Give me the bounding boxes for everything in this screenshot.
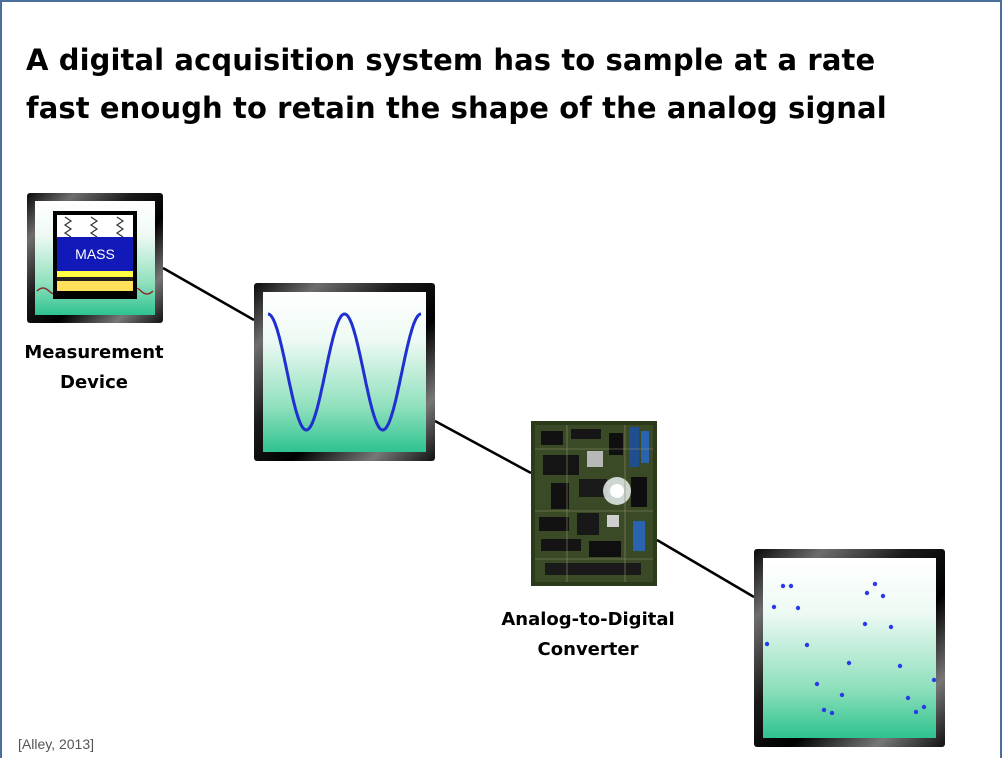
mass-label: MASS: [75, 246, 115, 262]
adc-board: [531, 421, 657, 586]
sample-point: [821, 707, 827, 713]
sample-point: [872, 581, 878, 587]
sample-point: [795, 605, 801, 611]
sample-point: [931, 677, 937, 683]
adc-label: Analog-to-Digital Converter: [501, 609, 675, 660]
connector-adc-to-digital: [656, 538, 755, 599]
connector-analog-to-adc: [434, 419, 532, 475]
circuit-board-icon: [531, 421, 657, 586]
sample-point: [764, 641, 770, 647]
sampled-points-icon: [764, 581, 937, 716]
sample-point: [780, 583, 786, 589]
sample-point: [862, 621, 868, 627]
sine-wave-icon: [267, 312, 422, 432]
sample-point: [897, 663, 903, 669]
sample-point: [913, 709, 919, 715]
sample-point: [880, 593, 886, 599]
sample-point: [788, 583, 794, 589]
sample-point: [888, 624, 894, 630]
connector-device-to-analog: [162, 266, 255, 322]
sample-point: [771, 604, 777, 610]
measurement-device-panel: MASS: [27, 193, 163, 323]
sample-point: [846, 660, 852, 666]
slide-title: A digital acquisition system has to samp…: [26, 43, 887, 125]
sample-point: [829, 710, 835, 716]
sample-point: [839, 692, 845, 698]
sample-point: [814, 681, 820, 687]
sample-point: [905, 695, 911, 701]
digital-signal-panel: [754, 549, 945, 747]
sample-point: [921, 704, 927, 710]
citation: [Alley, 2013]: [18, 736, 95, 752]
sample-point: [804, 642, 810, 648]
mass-spring-scale-icon: MASS: [36, 211, 154, 299]
sample-point: [864, 590, 870, 596]
analog-signal-panel: [254, 283, 435, 461]
measurement-device-label: Measurement Device: [24, 342, 164, 393]
analog-waveform: [267, 312, 422, 432]
